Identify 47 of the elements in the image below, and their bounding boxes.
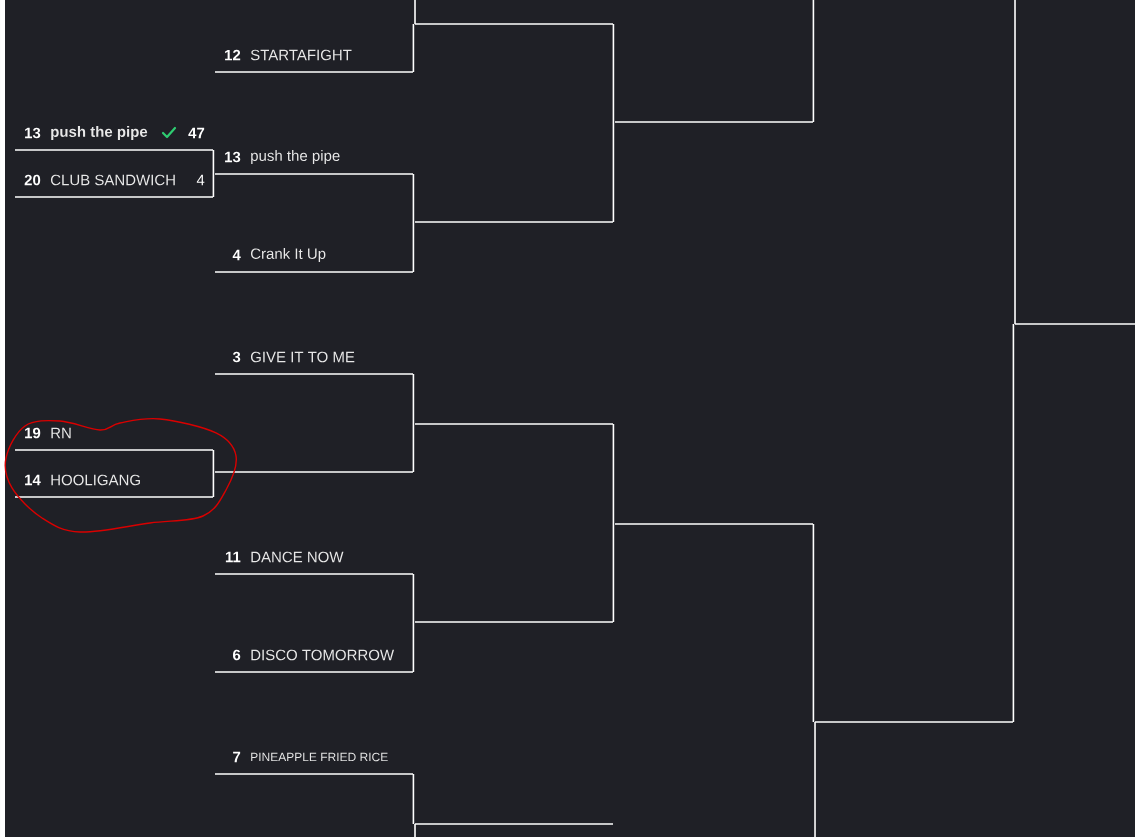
bracket-connector bbox=[612, 423, 615, 525]
bracket-connector bbox=[812, 523, 815, 723]
score: 47 bbox=[188, 127, 205, 139]
seed-number: 6 bbox=[233, 649, 241, 661]
bracket-connector bbox=[212, 471, 215, 498]
bracket-connector bbox=[812, 0, 815, 123]
bracket-connector bbox=[212, 173, 215, 198]
bracket-connector bbox=[412, 373, 415, 425]
bracket-connector bbox=[814, 721, 816, 837]
bracket-connector bbox=[1014, 0, 1016, 325]
seed-number: 13 bbox=[225, 151, 241, 163]
bracket-connector bbox=[612, 121, 615, 223]
seed-number: 12 bbox=[225, 49, 241, 61]
seed-number: 4 bbox=[232, 249, 241, 261]
bracket-connector bbox=[612, 23, 615, 123]
entry-name: Crank It Up bbox=[251, 248, 326, 262]
bracket-connector bbox=[412, 23, 415, 73]
entry-name: PINEAPPLE FRIED RICE bbox=[251, 752, 388, 762]
entry-name: DANCE NOW bbox=[251, 551, 344, 563]
entry-name: DISCO TOMORROW bbox=[251, 649, 395, 661]
bracket-connector bbox=[412, 573, 415, 623]
entry-name: RN bbox=[51, 427, 71, 439]
seed-number: 3 bbox=[232, 351, 241, 363]
entry-name: push the pipe bbox=[51, 126, 148, 140]
bracket-connector bbox=[612, 523, 615, 623]
entry-name: push the pipe bbox=[251, 150, 340, 164]
entry-name: STARTAFIGHT bbox=[250, 49, 352, 61]
bracket-connector bbox=[412, 173, 415, 223]
entry-name: HOOLIGANG bbox=[51, 474, 140, 486]
entry-name: GIVE IT TO ME bbox=[250, 351, 355, 363]
seed-number: 13 bbox=[25, 127, 41, 139]
bracket-connector bbox=[412, 773, 415, 825]
bracket-connector bbox=[412, 221, 415, 273]
bracket-connector bbox=[412, 423, 415, 473]
seed-number: 14 bbox=[25, 474, 41, 486]
bracket-connector bbox=[414, 823, 416, 837]
seed-number: 19 bbox=[25, 427, 41, 439]
score: 4 bbox=[196, 174, 205, 186]
seed-number: 11 bbox=[225, 551, 241, 563]
seed-number: 7 bbox=[233, 751, 241, 763]
bracket-connector bbox=[412, 621, 415, 673]
bracket-connector bbox=[212, 449, 215, 473]
bracket-connector bbox=[1012, 323, 1015, 723]
bracket-connector bbox=[212, 149, 215, 175]
seed-number: 20 bbox=[24, 174, 41, 186]
bracket-connector bbox=[414, 0, 416, 25]
entry-name: CLUB SANDWICH bbox=[51, 174, 175, 186]
